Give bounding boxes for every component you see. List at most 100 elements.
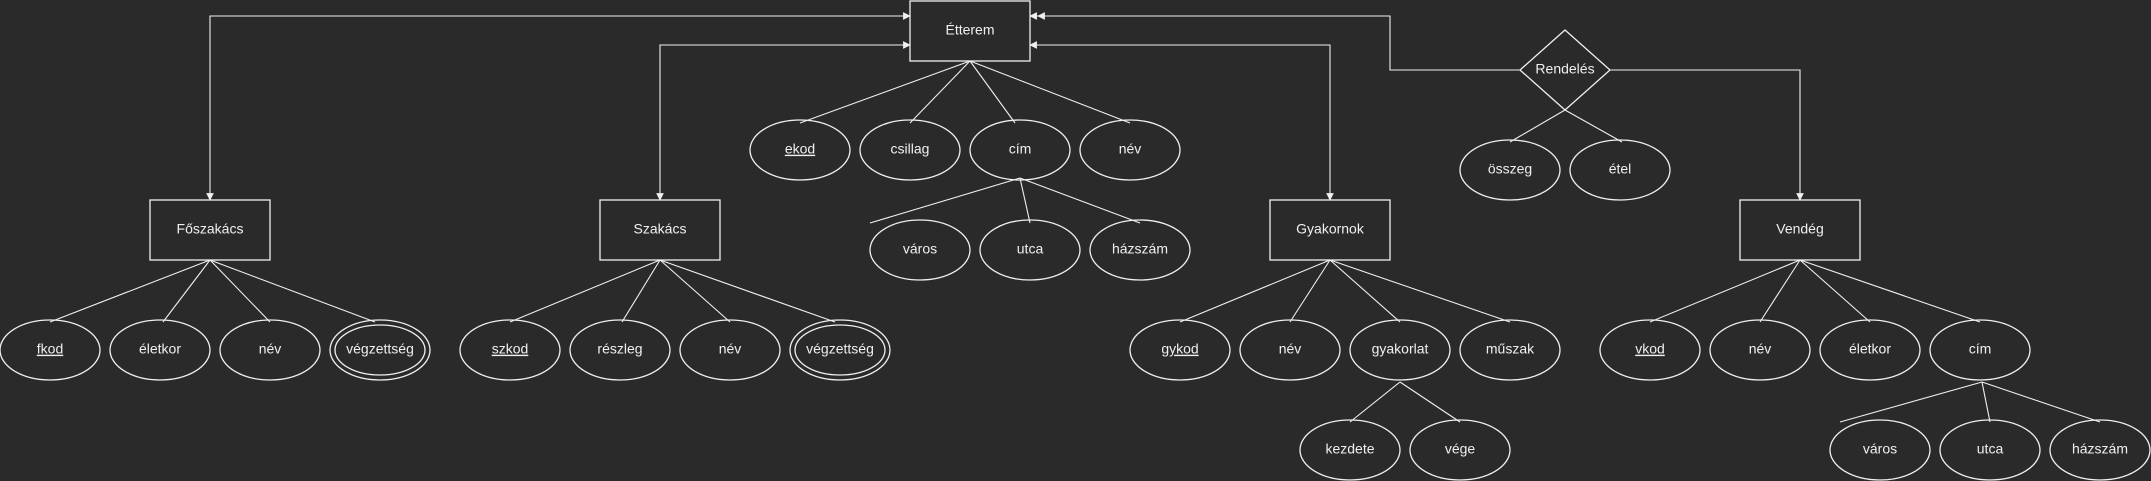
attr-etterem-utca[interactable]: utca	[979, 219, 1081, 281]
link-etterem-cim	[969, 60, 1016, 124]
attribute-label: összeg	[1488, 161, 1532, 177]
attr-vendeg-utca[interactable]: utca	[1939, 419, 2041, 481]
attribute-label: végzettség	[346, 341, 414, 357]
key-attribute-label: vkod	[1635, 341, 1665, 357]
attribute-label: utca	[1017, 241, 1044, 257]
arrow-rendeles-vendeg	[1610, 69, 1804, 201]
attribute-ellipse	[1829, 419, 1931, 481]
attribute-ellipse	[1599, 319, 1701, 381]
attr-etterem-csillag[interactable]: csillag	[859, 119, 961, 181]
attribute-ellipse	[1939, 419, 2041, 481]
entity-label: Szakács	[634, 221, 687, 237]
attribute-ellipse	[1459, 319, 1561, 381]
attr-szakacs-nev[interactable]: név	[679, 319, 781, 381]
attribute-label: részleg	[597, 341, 642, 357]
attribute-label: házszám	[2072, 441, 2128, 457]
attr-szakacs-vegzettseg[interactable]: végzettség	[789, 319, 891, 381]
link-vcim-utca	[1981, 381, 1991, 423]
link-szakacs-reszleg	[621, 259, 661, 323]
link-gyakorlat-vege	[1399, 381, 1461, 423]
entity-label: Étterem	[945, 22, 994, 38]
attribute-label: gyakorlat	[1372, 341, 1429, 357]
attribute-ellipse	[969, 119, 1071, 181]
attribute-label: cím	[1969, 341, 1992, 357]
attr-etterem-hazszam[interactable]: házszám	[1089, 219, 1191, 281]
attribute-label: házszám	[1112, 241, 1168, 257]
attr-etterem-varos[interactable]: város	[869, 219, 971, 281]
attribute-ellipse	[219, 319, 321, 381]
link-cim-utca	[1019, 177, 1031, 224]
attr-vendeg-hazszam[interactable]: házszám	[2049, 419, 2151, 481]
entity-etterem[interactable]: Étterem	[909, 0, 1031, 62]
attribute-label: kezdete	[1325, 441, 1374, 457]
entity-box	[149, 199, 271, 261]
attribute-label: név	[719, 341, 742, 357]
link-foszakacs-nev	[209, 259, 271, 323]
entity-vendeg[interactable]: Vendég	[1739, 199, 1861, 261]
attr-etterem-nev[interactable]: név	[1079, 119, 1181, 181]
relationship-arrows	[206, 12, 1804, 201]
arrow-rendeles-etterem	[1037, 12, 1520, 71]
link-rendeles-etel	[1564, 109, 1623, 143]
attribute-ellipse	[1569, 139, 1671, 201]
attribute-label: város	[1863, 441, 1897, 457]
entity-foszakacs[interactable]: Főszakács	[149, 199, 271, 261]
attr-vendeg-cim[interactable]: cím	[1929, 319, 2031, 381]
attr-gyakornok-gyakorlat[interactable]: gyakorlat	[1349, 319, 1451, 381]
entity-label: Gyakornok	[1296, 221, 1365, 237]
attr-etterem-cim[interactable]: cím	[969, 119, 1071, 181]
attribute-label: műszak	[1486, 341, 1535, 357]
key-attribute-label: szkod	[492, 341, 529, 357]
link-gyakornok-muszak	[1329, 259, 1511, 323]
attribute-label: életkor	[1849, 341, 1891, 357]
attr-foszakacs-vegzettseg[interactable]: végzettség	[329, 319, 431, 381]
attr-foszakacs-nev[interactable]: név	[219, 319, 321, 381]
attribute-ellipse	[1929, 319, 2031, 381]
link-szakacs-nev	[659, 259, 731, 323]
attr-vendeg-vkod[interactable]: vkod	[1599, 319, 1701, 381]
attribute-links	[49, 60, 2101, 423]
attr-gyakornok-kezdete[interactable]: kezdete	[1299, 419, 1401, 481]
attr-vendeg-eletkor[interactable]: életkor	[1819, 319, 1921, 381]
link-foszakacs-eletkor	[162, 259, 211, 323]
relationship-diamond	[1519, 29, 1611, 111]
link-etterem-nev	[969, 60, 1131, 124]
attr-rendeles-osszeg[interactable]: összeg	[1459, 139, 1561, 201]
attribute-label: étel	[1609, 161, 1632, 177]
entity-szakacs[interactable]: Szakács	[599, 199, 721, 261]
attribute-ellipse	[1239, 319, 1341, 381]
attribute-ellipse	[1349, 319, 1451, 381]
attr-szakacs-szkod[interactable]: szkod	[459, 319, 561, 381]
attribute-ellipse	[1459, 139, 1561, 201]
attr-gyakornok-vege[interactable]: vége	[1409, 419, 1511, 481]
attr-rendeles-etel[interactable]: étel	[1569, 139, 1671, 201]
attr-gyakornok-muszak[interactable]: műszak	[1459, 319, 1561, 381]
attribute-ellipse	[1409, 419, 1511, 481]
multivalued-attribute-inner	[334, 324, 426, 376]
attribute-label: város	[903, 241, 937, 257]
entity-gyakornok[interactable]: Gyakornok	[1269, 199, 1391, 261]
attr-gyakornok-nev[interactable]: név	[1239, 319, 1341, 381]
attr-foszakacs-eletkor[interactable]: életkor	[109, 319, 211, 381]
attribute-label: név	[1119, 141, 1142, 157]
link-szakacs-szkod	[509, 259, 661, 323]
attribute-ellipse	[749, 119, 851, 181]
key-attribute-label: gykod	[1161, 341, 1198, 357]
link-etterem-ekod	[799, 60, 971, 124]
attr-foszakacs-fkod[interactable]: fkod	[0, 319, 101, 381]
attribute-label: cím	[1009, 141, 1032, 157]
attr-szakacs-reszleg[interactable]: részleg	[569, 319, 671, 381]
attribute-label: utca	[1977, 441, 2004, 457]
link-vcim-varos	[1839, 381, 1983, 423]
attr-vendeg-nev[interactable]: név	[1709, 319, 1811, 381]
entity-label: Vendég	[1776, 221, 1824, 237]
relationship-rendeles[interactable]: Rendelés	[1519, 29, 1611, 111]
attr-gyakornok-gykod[interactable]: gykod	[1129, 319, 1231, 381]
attr-vendeg-varos[interactable]: város	[1829, 419, 1931, 481]
attr-etterem-ekod[interactable]: ekod	[749, 119, 851, 181]
link-gyakornok-gyakorlat	[1329, 259, 1401, 323]
entity-box	[909, 0, 1031, 62]
link-foszakacs-fkod	[49, 259, 211, 323]
attribute-label: név	[1749, 341, 1772, 357]
link-vendeg-eletkor	[1799, 259, 1871, 323]
